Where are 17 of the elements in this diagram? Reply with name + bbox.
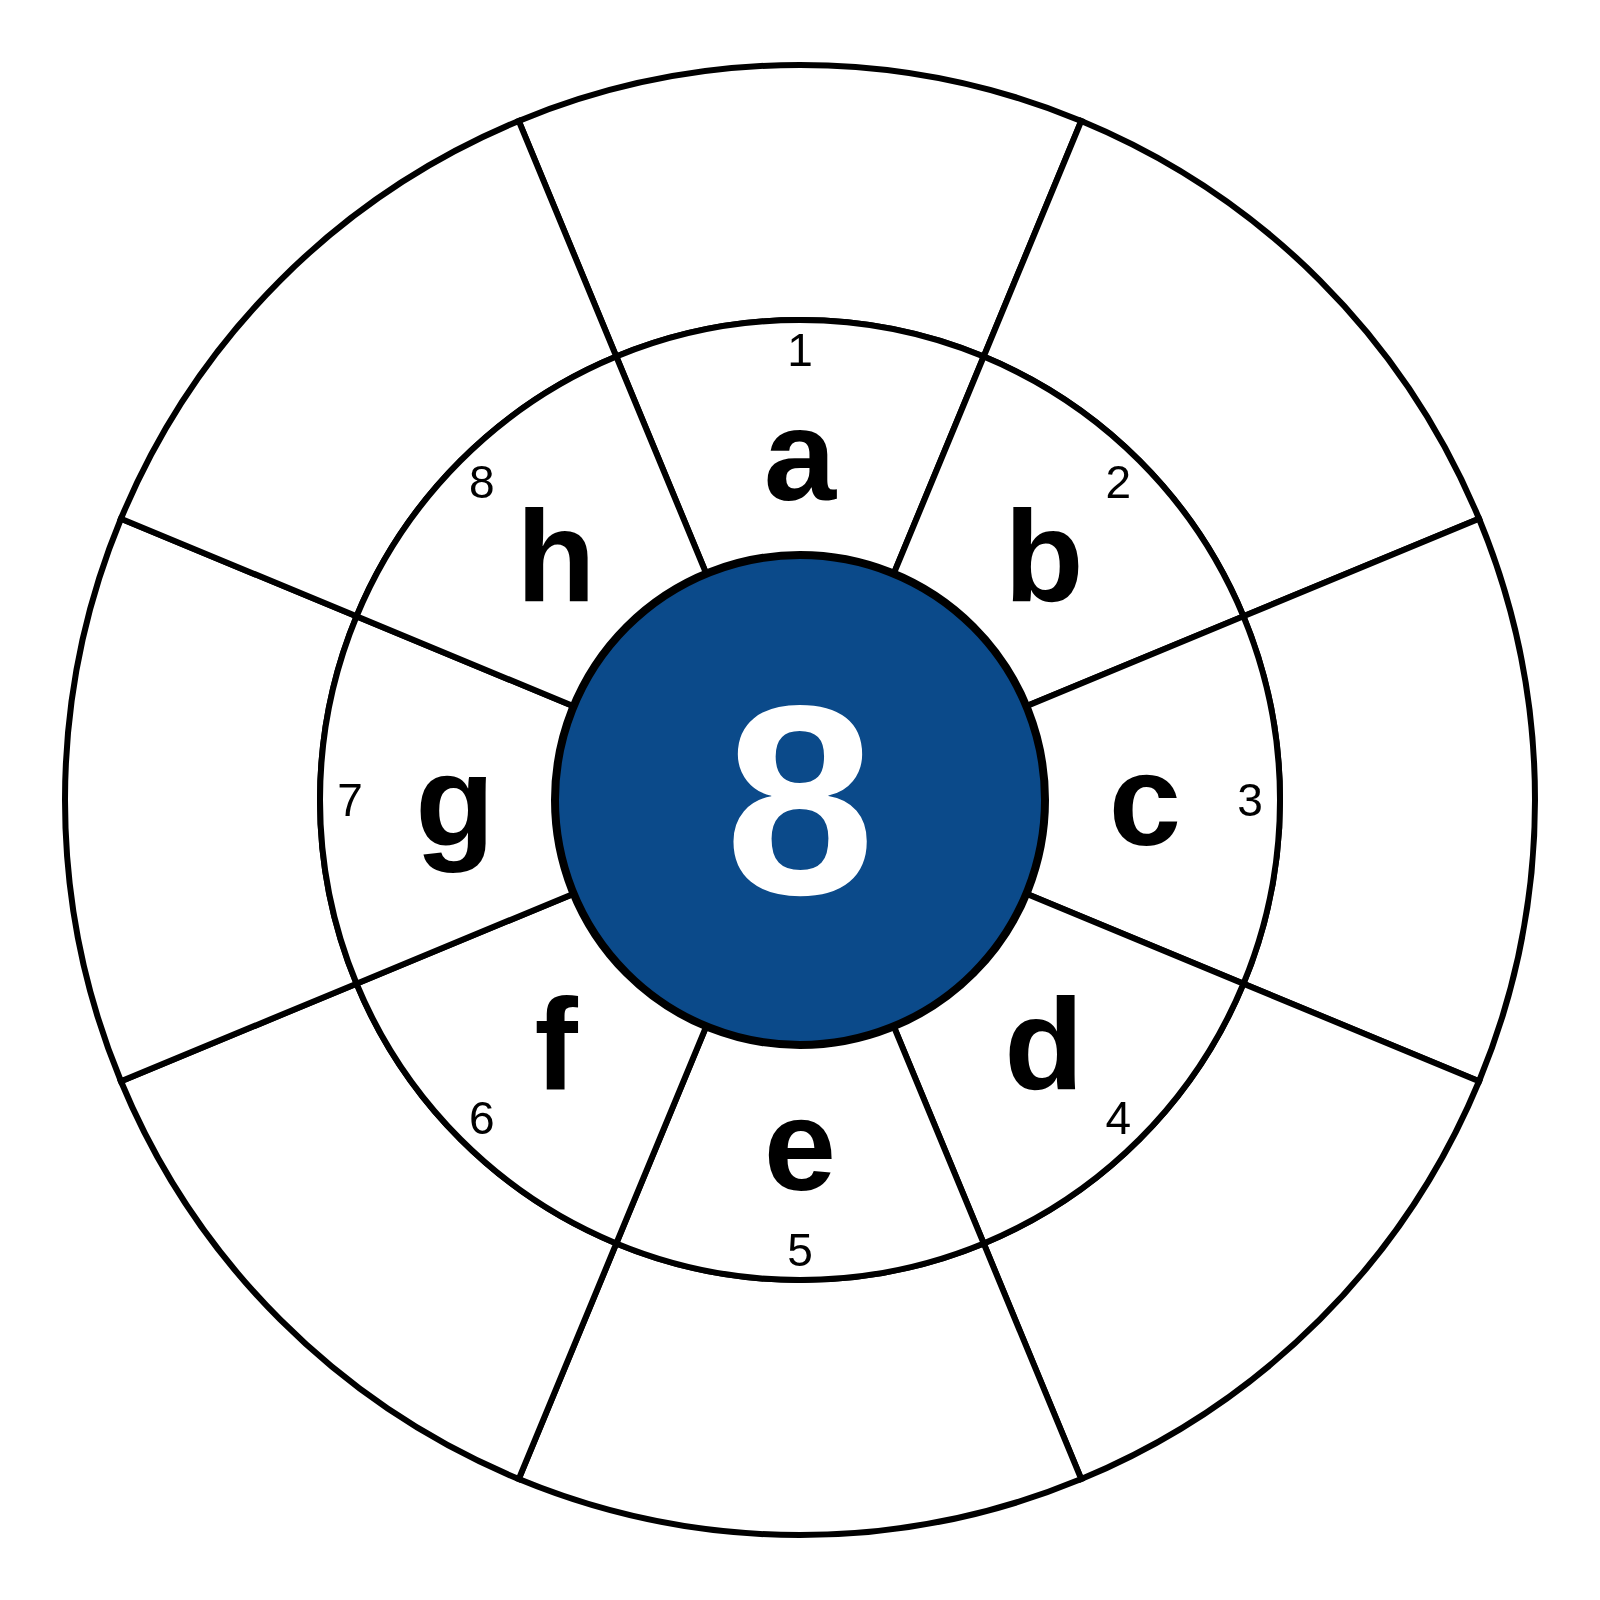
center-number: 8	[724, 649, 876, 951]
segment-number: 1	[787, 324, 813, 376]
segment-letter: e	[763, 1072, 837, 1218]
segment-number: 7	[337, 774, 363, 826]
segment-number: 5	[787, 1224, 813, 1276]
segment-number: 3	[1237, 774, 1263, 826]
segment-number: 6	[469, 1092, 495, 1145]
segment-letter: f	[534, 970, 578, 1117]
segment-number: 2	[1105, 455, 1131, 508]
segment-letter: b	[1004, 483, 1084, 630]
segment-letter: a	[763, 382, 837, 528]
segment-number: 8	[469, 455, 495, 508]
segment-letter: d	[1004, 970, 1084, 1117]
segment-number: 4	[1105, 1092, 1131, 1145]
segment-letter: c	[1108, 727, 1182, 873]
segment-letter: g	[415, 727, 495, 873]
segment-letter: h	[516, 483, 596, 630]
